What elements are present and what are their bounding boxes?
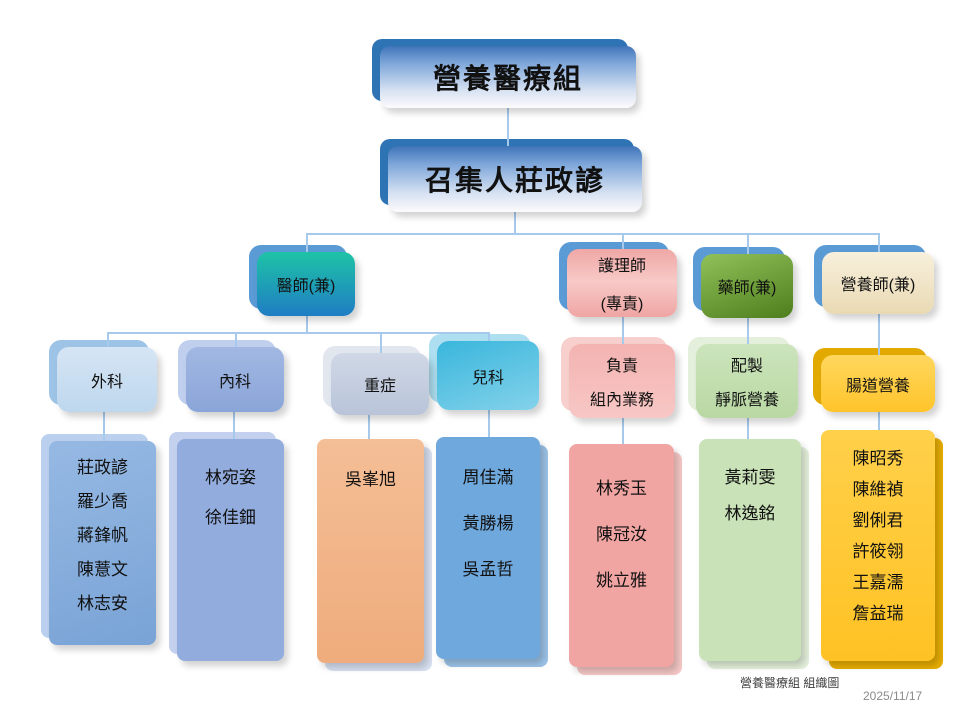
member-name: 吳孟哲 — [462, 560, 514, 579]
org-node-nurse: 護理師 (專責) — [567, 249, 677, 317]
connector-line — [747, 233, 749, 254]
connector-line — [488, 332, 490, 341]
member-name: 徐佳鈿 — [205, 508, 256, 527]
connector-line — [107, 332, 109, 347]
nurse-label-line1: 護理師 — [597, 258, 646, 275]
internal-medicine-label: 內科 — [218, 373, 251, 391]
connector-line — [514, 212, 516, 233]
member-name: 羅少喬 — [77, 492, 128, 511]
member-name: 黃莉雯 — [724, 468, 776, 487]
member-name: 陳昭秀 — [852, 449, 904, 468]
member-name: 蔣鋒帆 — [77, 526, 128, 545]
member-name: 劉俐君 — [852, 511, 904, 530]
connector-line — [306, 233, 308, 252]
member-name: 黃勝楊 — [462, 514, 514, 533]
footer-caption: 營養醫療組 組織圖 — [740, 676, 840, 690]
org-node-pediatrics: 兒科 — [437, 341, 539, 410]
member-name: 詹益瑞 — [852, 604, 904, 623]
org-node-dietitian: 營養師(兼) — [822, 252, 934, 314]
connector-line — [235, 332, 237, 347]
member-list-internal-medicine: 林宛姿 徐佳鈿 — [177, 439, 284, 661]
org-node-pharmacy-duty: 配製 靜脈營養 — [696, 344, 798, 418]
org-node-critical-care: 重症 — [331, 353, 429, 415]
member-name: 林秀玉 — [596, 479, 647, 498]
org-node-root-label: 營養醫療組 — [432, 63, 583, 94]
connector-line — [306, 233, 879, 235]
connector-line — [306, 316, 308, 332]
connector-line — [103, 412, 105, 441]
member-name: 陳冠汝 — [596, 525, 647, 544]
connector-line — [507, 108, 509, 146]
critical-care-label: 重症 — [363, 378, 396, 395]
org-node-surgery: 外科 — [57, 347, 157, 412]
member-name: 莊政諺 — [77, 458, 128, 477]
member-name: 吳峯旭 — [345, 470, 396, 489]
member-name: 林宛姿 — [205, 468, 256, 487]
connector-line — [878, 314, 880, 355]
enteral-nutrition-label: 腸道營養 — [845, 377, 910, 395]
org-node-nurse-duty: 負責 組內業務 — [569, 344, 675, 418]
connector-line — [747, 318, 749, 344]
member-name: 王嘉濡 — [852, 573, 904, 592]
org-node-enteral-nutrition: 腸道營養 — [821, 355, 935, 412]
nurse-label-line2: (專責) — [600, 296, 644, 313]
connector-line — [233, 412, 235, 439]
org-node-root: 營養醫療組 — [380, 46, 636, 108]
connector-line — [622, 317, 624, 344]
nurse-duty-line1: 負責 — [605, 358, 638, 375]
member-list-pediatrics: 周佳滿 黃勝楊 吳孟哲 — [436, 437, 540, 659]
footer-date: 2025/11/17 — [863, 689, 923, 703]
member-list-critical-care: 吳峯旭 — [317, 439, 424, 663]
member-name: 林逸銘 — [724, 504, 776, 523]
member-name: 林志安 — [77, 594, 128, 613]
dietitian-label: 營養師(兼) — [840, 277, 916, 294]
pharmacy-duty-line2: 靜脈營養 — [714, 392, 779, 409]
member-name: 姚立雅 — [596, 571, 647, 590]
connector-line — [878, 233, 880, 252]
member-list-surgery: 莊政諺 羅少喬 蔣鋒帆 陳薏文 林志安 — [49, 441, 156, 645]
pediatrics-label: 兒科 — [471, 369, 504, 387]
pharmacist-label: 藥師(兼) — [717, 280, 777, 297]
connector-line — [380, 332, 382, 353]
connector-line — [488, 410, 490, 437]
physician-label: 醫師(兼) — [276, 278, 336, 295]
connector-line — [622, 233, 624, 249]
member-list-dietitian: 陳昭秀 陳維禎 劉俐君 許筱翎 王嘉濡 詹益瑞 — [821, 430, 935, 661]
member-name: 周佳滿 — [462, 468, 514, 487]
connector-line — [107, 332, 490, 334]
member-name: 許筱翎 — [852, 542, 904, 561]
org-node-physician: 醫師(兼) — [257, 252, 355, 316]
org-node-convener: 召集人莊政諺 — [388, 146, 642, 212]
member-list-pharmacy: 黃莉雯 林逸銘 — [699, 439, 801, 661]
org-node-internal-medicine: 內科 — [186, 347, 284, 412]
org-node-pharmacist: 藥師(兼) — [701, 254, 793, 318]
member-name: 陳薏文 — [77, 560, 128, 579]
pharmacy-duty-line1: 配製 — [730, 358, 763, 375]
connector-line — [747, 418, 749, 439]
member-name: 陳維禎 — [852, 480, 904, 499]
surgery-label: 外科 — [90, 373, 123, 391]
nurse-duty-line2: 組內業務 — [589, 392, 654, 409]
connector-line — [878, 412, 880, 430]
connector-line — [368, 415, 370, 439]
org-node-convener-label: 召集人莊政諺 — [424, 165, 605, 196]
member-list-nurse: 林秀玉 陳冠汝 姚立雅 — [569, 444, 674, 667]
connector-line — [622, 418, 624, 444]
